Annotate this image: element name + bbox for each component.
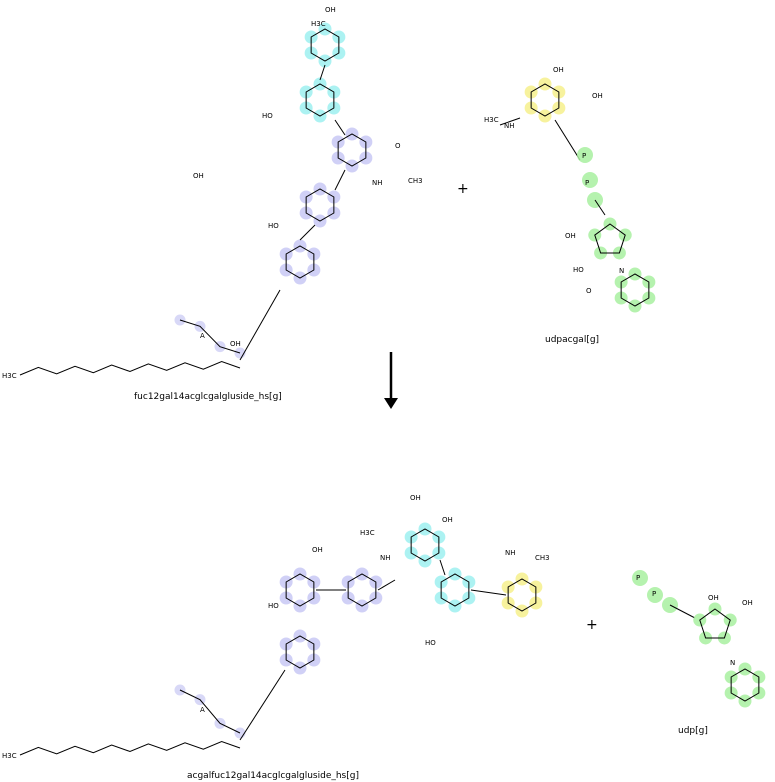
atom-label: OH — [230, 340, 241, 348]
atom-label: O — [586, 287, 592, 295]
sugar-ring — [410, 528, 440, 562]
sugar-ring — [594, 223, 626, 254]
sugar-ring — [507, 578, 537, 612]
carbon-chain — [19, 741, 241, 756]
phosphate-highlight — [582, 172, 598, 188]
atom-label: H3C — [360, 529, 375, 537]
atom-label: A — [200, 332, 205, 340]
sugar-ring — [285, 245, 315, 279]
phosphate-highlight — [647, 587, 663, 603]
atom-label: H3C — [484, 116, 499, 124]
carbon-chain — [179, 689, 241, 734]
atom-label: P — [585, 179, 589, 187]
product-name-2: udp[g] — [678, 726, 708, 736]
atom-label: HO — [268, 602, 279, 610]
atom-label: NH — [504, 122, 515, 130]
atom-label: OH — [553, 66, 564, 74]
bond — [334, 119, 346, 136]
atom-label: NH — [505, 549, 516, 557]
bond — [239, 289, 281, 361]
atom-label: CH3 — [535, 554, 550, 562]
atom-label: H3C — [2, 752, 17, 760]
reaction-arrow-head — [384, 398, 398, 409]
sugar-ring — [310, 28, 340, 62]
product-name-1: acgalfuc12gal14acglcgalgluside_hs[g] — [187, 771, 359, 781]
atom-label: OH — [565, 232, 576, 240]
atom-label: OH — [442, 516, 453, 524]
substrate-name-1: fuc12gal14acglcgalgluside_hs[g] — [134, 392, 282, 402]
atom-label: OH — [592, 92, 603, 100]
atom-label: OH — [193, 172, 204, 180]
atom-label: HO — [425, 639, 436, 647]
atom-label: OH — [312, 546, 323, 554]
sugar-ring — [440, 573, 470, 607]
bond — [669, 604, 696, 619]
phosphate-highlight — [577, 147, 593, 163]
atom-label: HO — [268, 222, 279, 230]
atom-label: P — [582, 152, 586, 160]
bond — [377, 579, 396, 591]
atom-label: O — [395, 142, 401, 150]
bond — [334, 169, 346, 191]
bond — [470, 589, 507, 596]
bond — [319, 64, 326, 81]
atom-label: NH — [372, 179, 383, 187]
sugar-ring — [730, 668, 760, 702]
substrate-name-2: udpacgal[g] — [545, 335, 600, 345]
carbon-chain — [179, 319, 241, 354]
atom-label: OH — [325, 6, 336, 14]
sugar-ring — [347, 573, 377, 607]
atom-label: H3C — [2, 372, 17, 380]
sugar-ring — [305, 83, 335, 117]
bond — [439, 559, 446, 576]
atom-label: N — [730, 659, 735, 667]
sugar-ring — [699, 608, 731, 639]
sugar-ring — [620, 273, 650, 307]
sugar-ring — [305, 188, 335, 222]
bond — [299, 224, 316, 241]
phosphate-highlight — [632, 570, 648, 586]
atom-label: CH3 — [408, 177, 423, 185]
bond — [499, 117, 521, 126]
atom-label: HO — [262, 112, 273, 120]
bond — [239, 669, 286, 741]
atom-label: NH — [380, 554, 391, 562]
sugar-ring — [530, 83, 560, 117]
atom-label: P — [636, 574, 640, 582]
sugar-ring — [337, 133, 367, 167]
atom-label: N — [619, 267, 624, 275]
atom-label: HO — [573, 266, 584, 274]
plus-sign-products: + — [586, 617, 598, 633]
bond — [554, 119, 581, 161]
atom-label: P — [652, 590, 656, 598]
atom-label: OH — [410, 494, 421, 502]
bond — [594, 199, 606, 216]
sugar-ring — [285, 573, 315, 607]
carbon-chain — [19, 361, 241, 376]
atom-label: OH — [742, 599, 753, 607]
sugar-ring — [285, 635, 315, 669]
plus-sign-substrates: + — [457, 181, 469, 197]
atom-label: A — [200, 706, 205, 714]
atom-label: H3C — [311, 20, 326, 28]
atom-label: OH — [708, 594, 719, 602]
